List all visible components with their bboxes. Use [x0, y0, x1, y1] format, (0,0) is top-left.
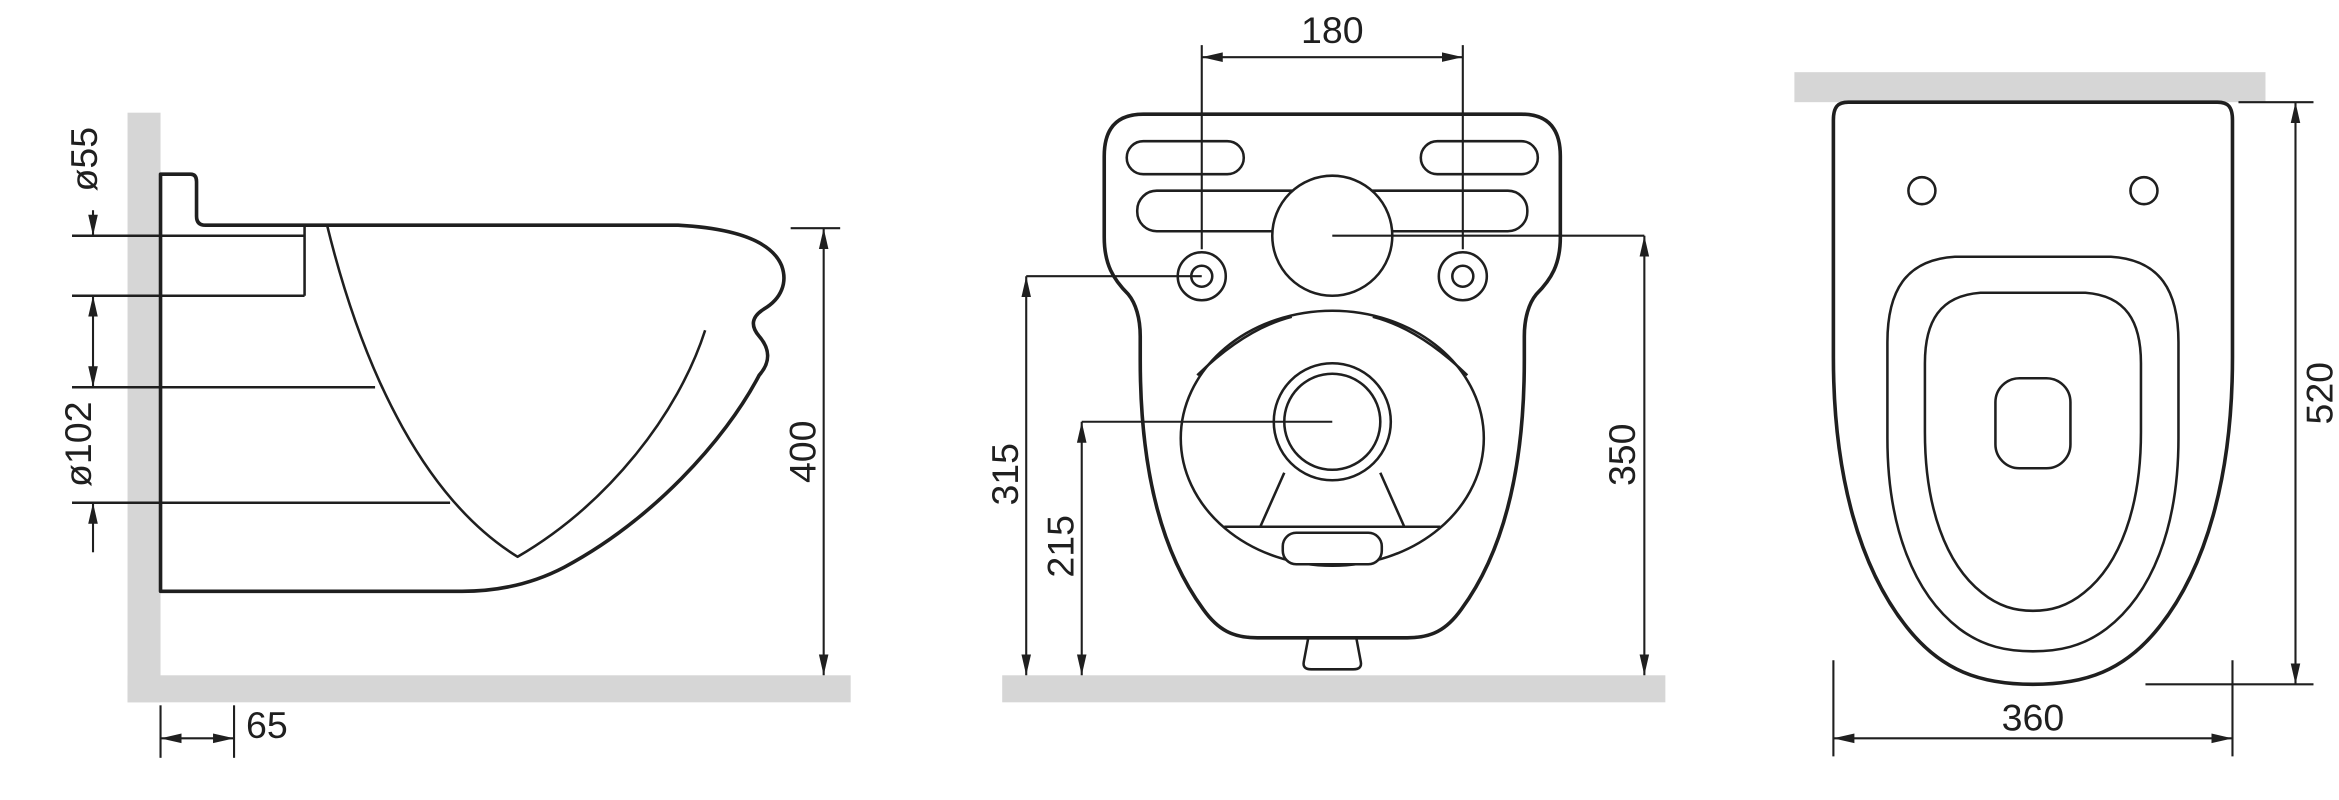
dim-label-depth: 520 — [2298, 362, 2339, 425]
seat-hinge-hole-right — [2129, 175, 2159, 206]
floor-section — [127, 675, 851, 703]
dim-label-width: 360 — [2002, 696, 2065, 738]
dimension-floor-offset-65: 65 — [159, 704, 288, 758]
dim-label-bolt-spacing: 180 — [1301, 9, 1364, 51]
dimension-bolt-spacing-180: 180 — [1200, 9, 1464, 250]
dimension-inlet-diameter: ø55 — [63, 127, 105, 388]
dimension-outlet-diameter: ø102 — [57, 402, 99, 553]
wall-section — [1794, 72, 2266, 103]
mounting-slot-left — [1125, 139, 1246, 176]
dim-label-height: 400 — [782, 420, 824, 483]
bowl-lower-lines — [1224, 472, 1441, 529]
dim-label-outlet-diameter: ø102 — [57, 402, 99, 487]
dimension-depth-520: 520 — [2145, 101, 2339, 686]
wall-section — [127, 112, 161, 703]
floor-section — [1002, 675, 1666, 703]
dimension-bolt-height-315: 315 — [984, 275, 1202, 676]
dim-label-bolt-height: 315 — [984, 443, 1026, 506]
bolt-hole-right-inner — [1451, 264, 1475, 289]
dimension-height-400: 400 — [782, 227, 841, 676]
dimension-width-360: 360 — [1832, 660, 2234, 757]
dim-label-inlet-diameter: ø55 — [63, 127, 105, 192]
bowl-wing-left — [1196, 315, 1293, 377]
dim-label-floor-offset: 65 — [246, 704, 288, 746]
dim-label-inlet-height: 350 — [1601, 423, 1643, 486]
dimension-inlet-height-350: 350 — [1332, 234, 1650, 676]
inlet-pipe-lines — [72, 225, 306, 298]
bowl-foot-slot — [1281, 531, 1384, 566]
bottom-outlet-tab — [1302, 637, 1363, 671]
top-view: 520 360 — [1794, 72, 2339, 757]
dim-label-outlet-height: 215 — [1040, 515, 1082, 578]
seat-hinge-hole-left — [1907, 175, 1937, 206]
side-view: ø55 ø102 400 65 — [57, 112, 851, 758]
bowl-outlet-top — [1994, 376, 2072, 470]
mounting-slot-right — [1419, 139, 1540, 176]
bowl-interior-curve — [325, 224, 707, 559]
dimension-outlet-height-215: 215 — [1040, 420, 1333, 676]
outlet-pipe-lines — [72, 385, 451, 505]
bowl-wing-right — [1372, 315, 1469, 377]
toilet-side-profile — [158, 172, 786, 594]
back-view: 180 350 315 215 — [984, 9, 1666, 703]
